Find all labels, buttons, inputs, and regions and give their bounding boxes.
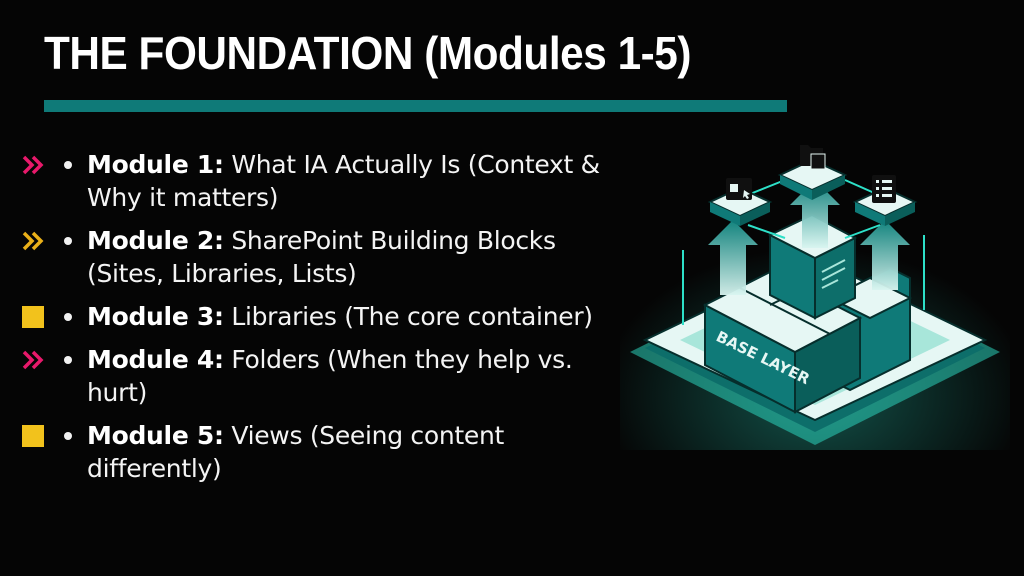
base-layer-illustration: BASE LAYER xyxy=(620,145,1010,450)
bullet-dot xyxy=(64,237,72,245)
double-chevron-icon xyxy=(22,231,44,251)
module-item-5: Module 5: Views (Seeing content differen… xyxy=(20,419,610,485)
list-icon-tile xyxy=(852,175,918,226)
bullet-dot xyxy=(64,432,72,440)
bullet-dot xyxy=(64,356,72,364)
module-text: What IA Actually Is (Context & Why it ma… xyxy=(87,150,600,212)
square-icon xyxy=(22,306,44,328)
bullet-dot xyxy=(64,313,72,321)
title-underline xyxy=(44,100,787,112)
slide-title: THE FOUNDATION (Modules 1-5) xyxy=(44,27,691,79)
double-chevron-icon xyxy=(22,155,44,175)
module-item-2: Module 2: SharePoint Building Blocks (Si… xyxy=(20,224,610,290)
module-item-1: Module 1: What IA Actually Is (Context &… xyxy=(20,148,610,214)
module-text: Libraries (The core container) xyxy=(231,302,593,331)
double-chevron-icon xyxy=(22,350,44,370)
module-label: Module 5: xyxy=(87,421,224,450)
folder-icon-tile xyxy=(777,145,848,200)
module-label: Module 1: xyxy=(87,150,224,179)
module-text: Views (Seeing content differently) xyxy=(87,421,505,483)
module-label: Module 3: xyxy=(87,302,224,331)
module-item-3: Module 3: Libraries (The core container) xyxy=(20,300,610,333)
bullet-dot xyxy=(64,161,72,169)
web-page-icon-tile xyxy=(707,178,773,226)
module-list: Module 1: What IA Actually Is (Context &… xyxy=(20,148,610,495)
module-text: SharePoint Building Blocks (Sites, Libra… xyxy=(87,226,556,288)
square-icon xyxy=(22,425,44,447)
module-item-4: Module 4: Folders (When they help vs. hu… xyxy=(20,343,610,409)
module-label: Module 4: xyxy=(87,345,224,374)
module-text: Folders (When they help vs. hurt) xyxy=(87,345,573,407)
module-label: Module 2: xyxy=(87,226,224,255)
